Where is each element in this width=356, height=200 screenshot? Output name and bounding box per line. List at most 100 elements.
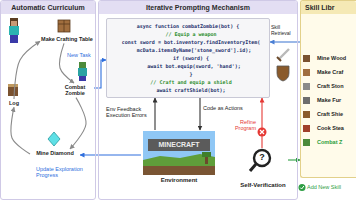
log-bark: [8, 84, 18, 96]
edge-label: Code as Actions: [203, 105, 247, 111]
edge-label-box: Skill Retrieval: [271, 25, 299, 37]
skill-name: Mine Wood: [313, 55, 353, 61]
skill-item: Mine Wood: [312, 54, 354, 62]
task-label: Combat Zombie: [56, 83, 94, 98]
skill-item: Craft Ston: [312, 82, 354, 90]
flow-arrow: [80, 154, 141, 155]
panel-ground: [300, 0, 356, 178]
table-block: [58, 20, 70, 32]
code-line: mcData.itemsByName['stone_sword'].id);: [111, 46, 265, 54]
edge-label-box: Env Feedback Execution Errors: [106, 106, 153, 119]
skill-name: Make Fur: [313, 97, 353, 103]
node-label: Environment: [142, 177, 216, 184]
skill-name: Craft Ston: [313, 83, 353, 89]
magnifier-handle: [250, 164, 256, 171]
cycle-arrow: [11, 107, 30, 154]
edge-label-box: New Task: [67, 52, 97, 58]
panel-title: Iterative Prompting Mechanism: [99, 1, 297, 14]
skill-item: Craft Shie: [312, 110, 354, 118]
environment-node: Environment: [141, 130, 217, 185]
task-label: Log: [4, 99, 24, 107]
magnifier-icon: [250, 150, 270, 171]
player-body: [9, 26, 19, 35]
table-grid: [58, 20, 70, 32]
code-line: // Equip a weapon: [111, 30, 265, 38]
crafting-table-icon: [58, 20, 70, 32]
task-name: Combat Zombie: [57, 84, 93, 97]
edge-label: Update Exploration Progress: [36, 166, 94, 179]
code-line: async function combatZombie(bot) {: [111, 22, 265, 30]
cycle-arrow: [60, 43, 74, 83]
player-figure: [9, 18, 19, 43]
prompting-panel: Iterative Prompting Mechanism async funct…: [98, 0, 298, 200]
code-line: }: [111, 70, 265, 78]
zombie-body: [78, 68, 87, 76]
skill-item: Cook Stea: [312, 124, 354, 132]
task-label: Mine Diamond: [30, 149, 80, 157]
edge-label: Skill Retrieval: [271, 25, 299, 37]
code-line: await bot.equip(sword, 'hand');: [111, 62, 265, 70]
sword-handle: [277, 57, 281, 61]
edge-label-box: Refine Program: [218, 119, 256, 132]
shield-icon: [277, 66, 289, 81]
zombie-head: [79, 62, 86, 68]
accept-check: [300, 186, 304, 189]
zombie-legs: [79, 76, 86, 81]
task-name: Make Crafting Table: [41, 36, 93, 42]
task-name: Mine Diamond: [31, 150, 79, 156]
flow-arrow: [288, 159, 300, 160]
reject-icon: [258, 128, 267, 137]
cycle-arrow: [70, 98, 86, 149]
task-label: Make Crafting Table: [40, 35, 94, 43]
panel-title: Automatic Curriculum: [1, 1, 95, 14]
scene-dirt: [143, 166, 215, 175]
skill-icon: [303, 111, 310, 118]
log-icon: [8, 84, 18, 96]
edge-label: Refine Program: [218, 119, 256, 132]
skill-name: Combat Z: [313, 139, 353, 145]
zombie-icon: [78, 62, 87, 81]
scene-logo-ground: [148, 139, 210, 151]
skill-item: Combat Z: [312, 138, 354, 146]
skill-icons: [303, 55, 310, 146]
edge-label: Add New Skill: [307, 184, 354, 190]
code-line: await craftShield(bot);: [111, 86, 265, 94]
player-head: [10, 18, 18, 26]
scene-tree-trunk: [205, 156, 208, 164]
reject-cross: [260, 130, 264, 134]
label-box: ?: [258, 152, 266, 163]
skill-item: Make Craf: [312, 68, 354, 76]
logo-text: MINECRAFT: [148, 139, 210, 151]
accept-disc: [299, 184, 306, 191]
skill-item: Make Fur: [312, 96, 354, 104]
edge-label-box: Update Exploration Progress: [36, 166, 94, 179]
cycle-arrow: [14, 41, 40, 99]
sword-icon: [277, 49, 289, 61]
minecraft-scene: [143, 131, 215, 175]
edge-label: Env Feedback Execution Errors: [106, 106, 153, 119]
accept-icon: [299, 184, 306, 191]
skill-icon: [303, 125, 310, 132]
skill-name: Cook Stea: [313, 125, 353, 131]
scene-tree-leaves: [202, 152, 211, 157]
flow-arrow: [270, 41, 300, 42]
panel-title: Skill Libr: [301, 1, 356, 14]
scene-sky: [143, 131, 215, 175]
skill-icon: [303, 139, 310, 146]
node-label: Self-Verification: [239, 182, 287, 189]
skill-name: Craft Shie: [313, 111, 353, 117]
question-mark: ?: [258, 152, 266, 163]
task-name: Log: [5, 100, 23, 106]
skill-icon: [303, 97, 310, 104]
flow-arrow: [261, 98, 262, 148]
sword-blade: [279, 49, 289, 59]
scene-grass: [143, 154, 215, 175]
skill-icon: [303, 83, 310, 90]
edge-label-box: Add New Skill: [307, 184, 354, 190]
player-legs: [10, 35, 18, 43]
label-box: MINECRAFT: [148, 139, 210, 151]
code-line: if (sword) {: [111, 54, 265, 62]
player-face: [11, 21, 17, 26]
skill-name: Make Craf: [313, 69, 353, 75]
